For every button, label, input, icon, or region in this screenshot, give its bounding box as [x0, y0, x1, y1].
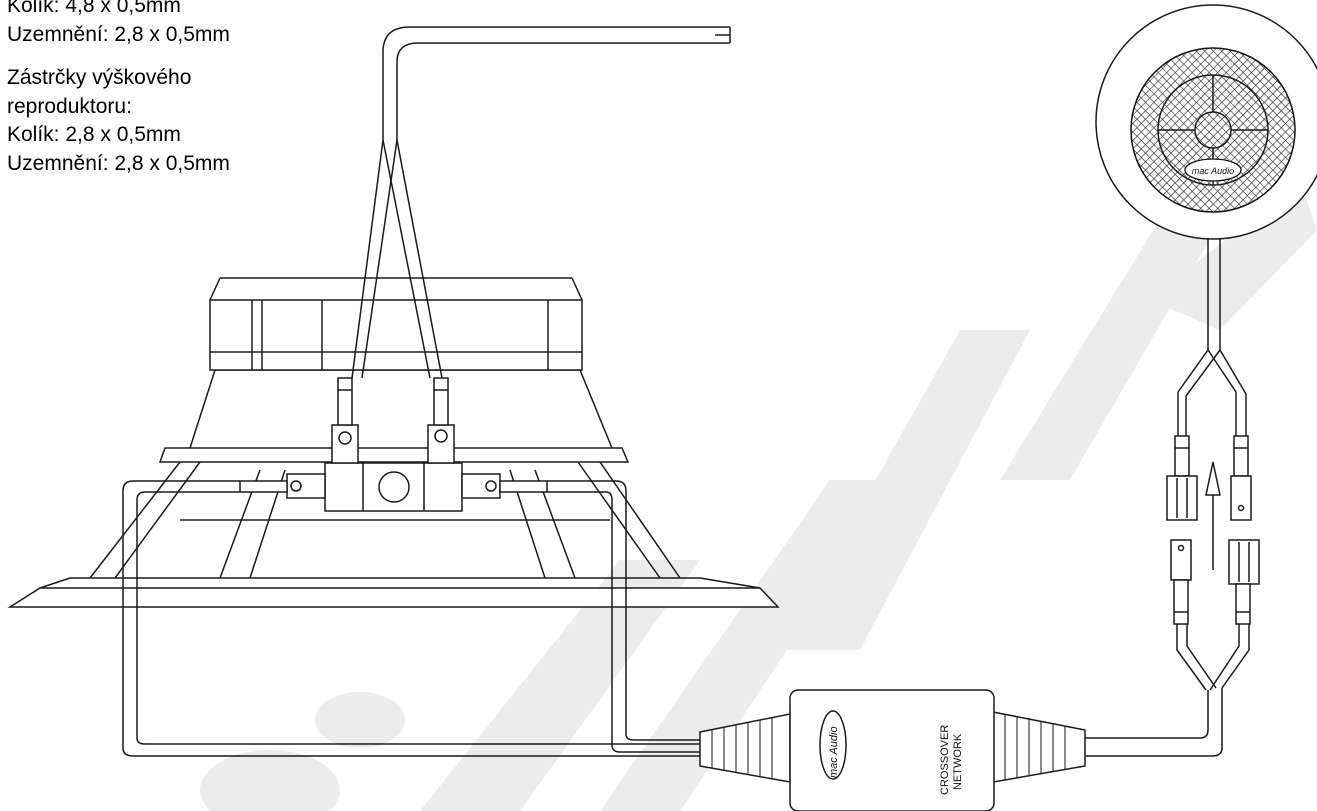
watermark — [200, 170, 1317, 811]
woofer-magnet — [209, 299, 583, 371]
crossover-logo-badge — [819, 710, 847, 780]
tweeter-plug-male — [1230, 475, 1252, 521]
tweeter: mac Audio — [1095, 4, 1317, 240]
tweeter-plugs-heading: Zástrčky výškového — [7, 66, 192, 89]
crossover-label: CROSSOVER — [939, 725, 951, 795]
woofer-ground-spec: Uzemnění: 2,8 x 0,5mm — [7, 22, 230, 46]
tweeter-plugs-heading-line2: reproduktoru: — [7, 94, 132, 118]
woofer — [7, 277, 780, 608]
tweeter-pin-spec: Kolík: 2,8 x 0,5mm — [7, 123, 181, 146]
woofer-flange — [7, 587, 780, 608]
plug-specifications: Kolík: 4,8 x 0,5mm Uzemnění: 2,8 x 0,5mm… — [7, 0, 230, 178]
crossover-logo: mac Audio — [828, 726, 840, 778]
terminal-block — [324, 462, 463, 512]
crossover-box — [789, 689, 995, 811]
crossover-label-line2: NETWORK — [952, 733, 964, 790]
tweeter-wires — [1085, 238, 1260, 757]
tweeter-logo-badge — [1184, 158, 1242, 182]
woofer-pin-spec: Kolík: 4,8 x 0,5mm — [7, 0, 181, 17]
tweeter-plug-female — [1166, 475, 1198, 521]
tweeter-logo: mac Audio — [1192, 166, 1234, 176]
tweeter-ground-spec: Uzemnění: 2,8 x 0,5mm — [7, 151, 230, 175]
woofer-input-wires — [351, 26, 731, 379]
crossover-network: mac Audio CROSSOVER NETWORK — [699, 689, 1086, 811]
woofer-crossover-wires — [122, 480, 700, 757]
tweeter-grille — [1130, 47, 1296, 213]
